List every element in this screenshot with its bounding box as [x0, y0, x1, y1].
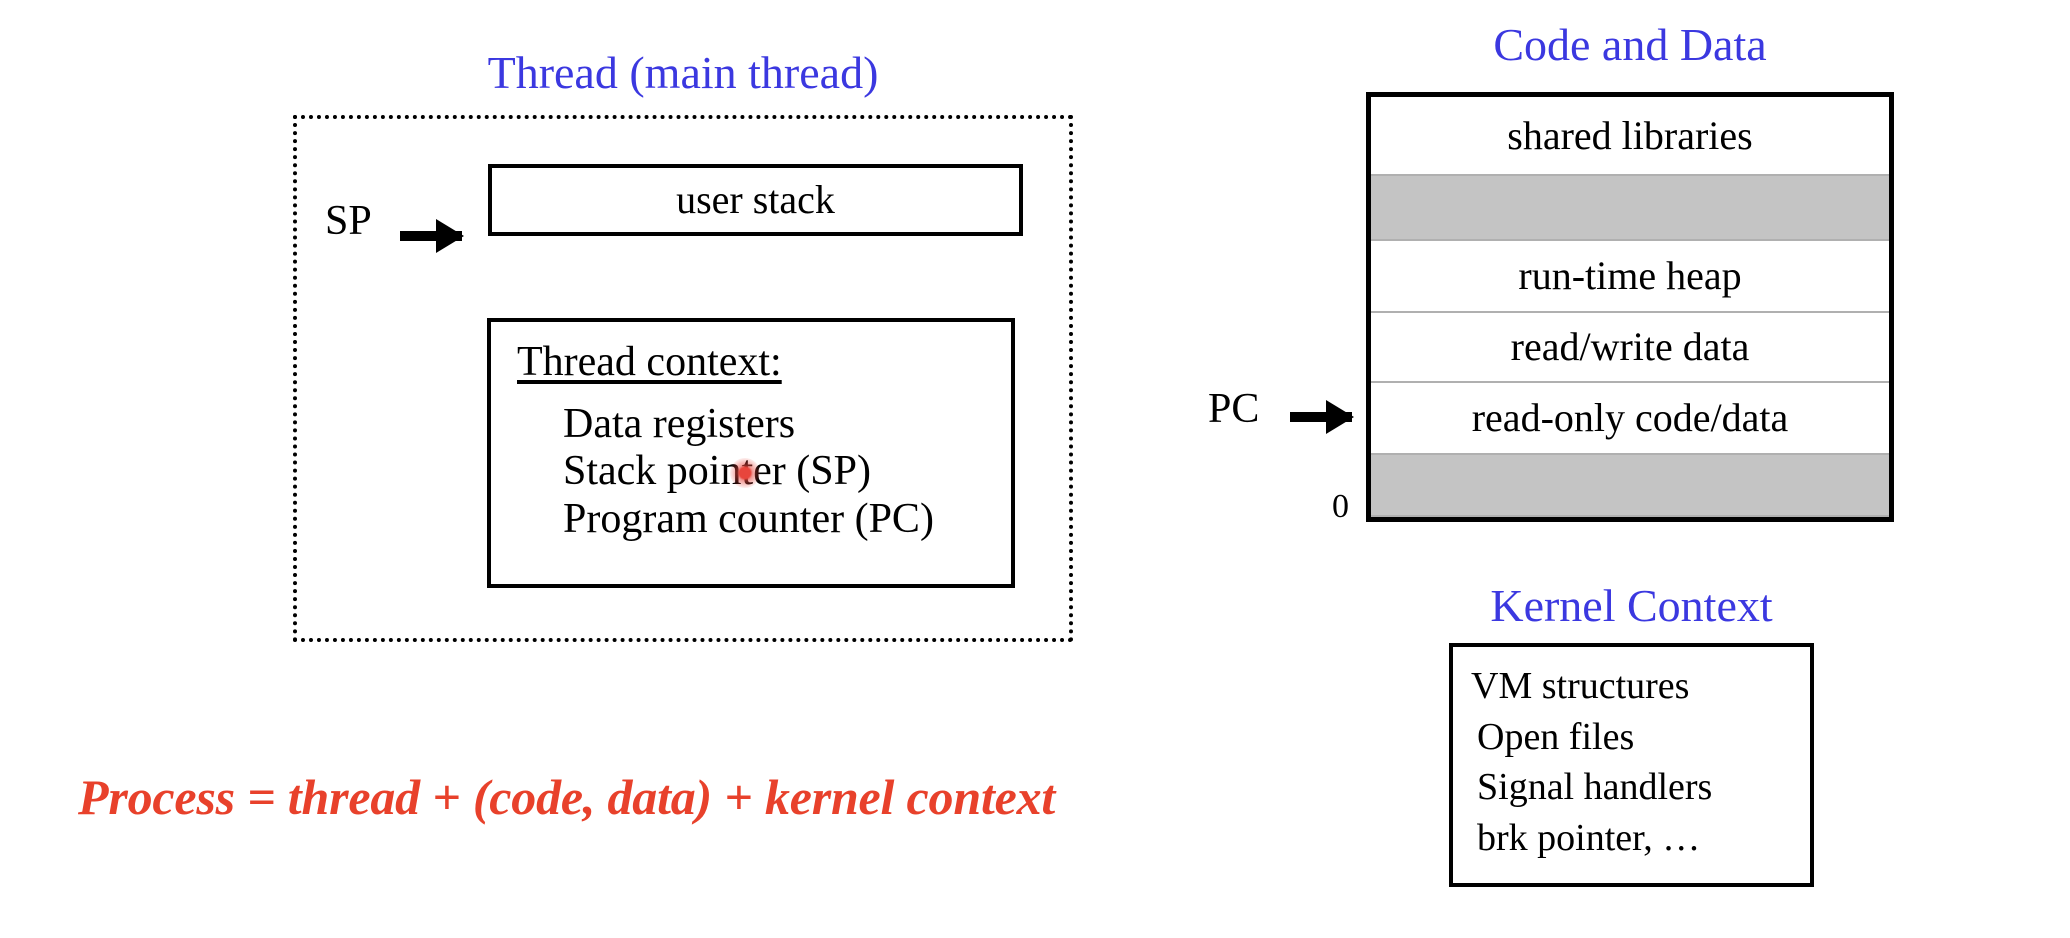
list-item: Signal handlers	[1477, 766, 1713, 809]
process-equation: Process = thread + (code, data) + kernel…	[78, 769, 1056, 825]
base-address-label: 0	[1332, 488, 1349, 525]
thread-context-box: Thread context: Data registers Stack poi…	[487, 318, 1015, 588]
pc-arrow-icon	[1290, 412, 1352, 422]
memory-row-label: shared libraries	[1507, 112, 1753, 158]
memory-row-label: run-time heap	[1518, 253, 1742, 298]
memory-row-label: read-only code/data	[1471, 395, 1789, 440]
memory-row	[1371, 176, 1889, 241]
list-item: Program counter (PC)	[563, 495, 934, 542]
memory-row: read/write data	[1371, 313, 1889, 383]
kernel-context-section-title: Kernel Context	[1490, 580, 1773, 631]
memory-row: shared libraries	[1371, 97, 1889, 176]
user-stack-label: user stack	[676, 177, 835, 222]
memory-layout-block: shared libraries run-time heap read/writ…	[1366, 92, 1894, 522]
memory-row: read-only code/data	[1371, 383, 1889, 455]
thread-context-heading: Thread context:	[517, 339, 782, 385]
pc-pointer-label: PC	[1208, 386, 1260, 432]
kernel-context-list: VM structures Open files Signal handlers…	[1471, 661, 1713, 863]
kernel-context-box: VM structures Open files Signal handlers…	[1449, 643, 1814, 887]
list-item: VM structures	[1471, 665, 1690, 707]
thread-section-title: Thread (main thread)	[487, 47, 879, 98]
thread-context-list: Data registers Stack pointer (SP) Progra…	[563, 401, 934, 544]
code-and-data-section-title: Code and Data	[1493, 19, 1767, 70]
list-item: Stack pointer (SP)	[563, 448, 871, 495]
list-item: Data registers	[563, 401, 796, 447]
memory-row-label: read/write data	[1510, 324, 1750, 369]
user-stack-box: user stack	[488, 164, 1023, 236]
list-item: brk pointer, …	[1477, 816, 1701, 859]
list-item: Open files	[1477, 715, 1635, 758]
memory-row	[1371, 455, 1889, 517]
sp-pointer-label: SP	[325, 198, 372, 244]
sp-arrow-icon	[400, 231, 462, 241]
memory-row: run-time heap	[1371, 241, 1889, 313]
